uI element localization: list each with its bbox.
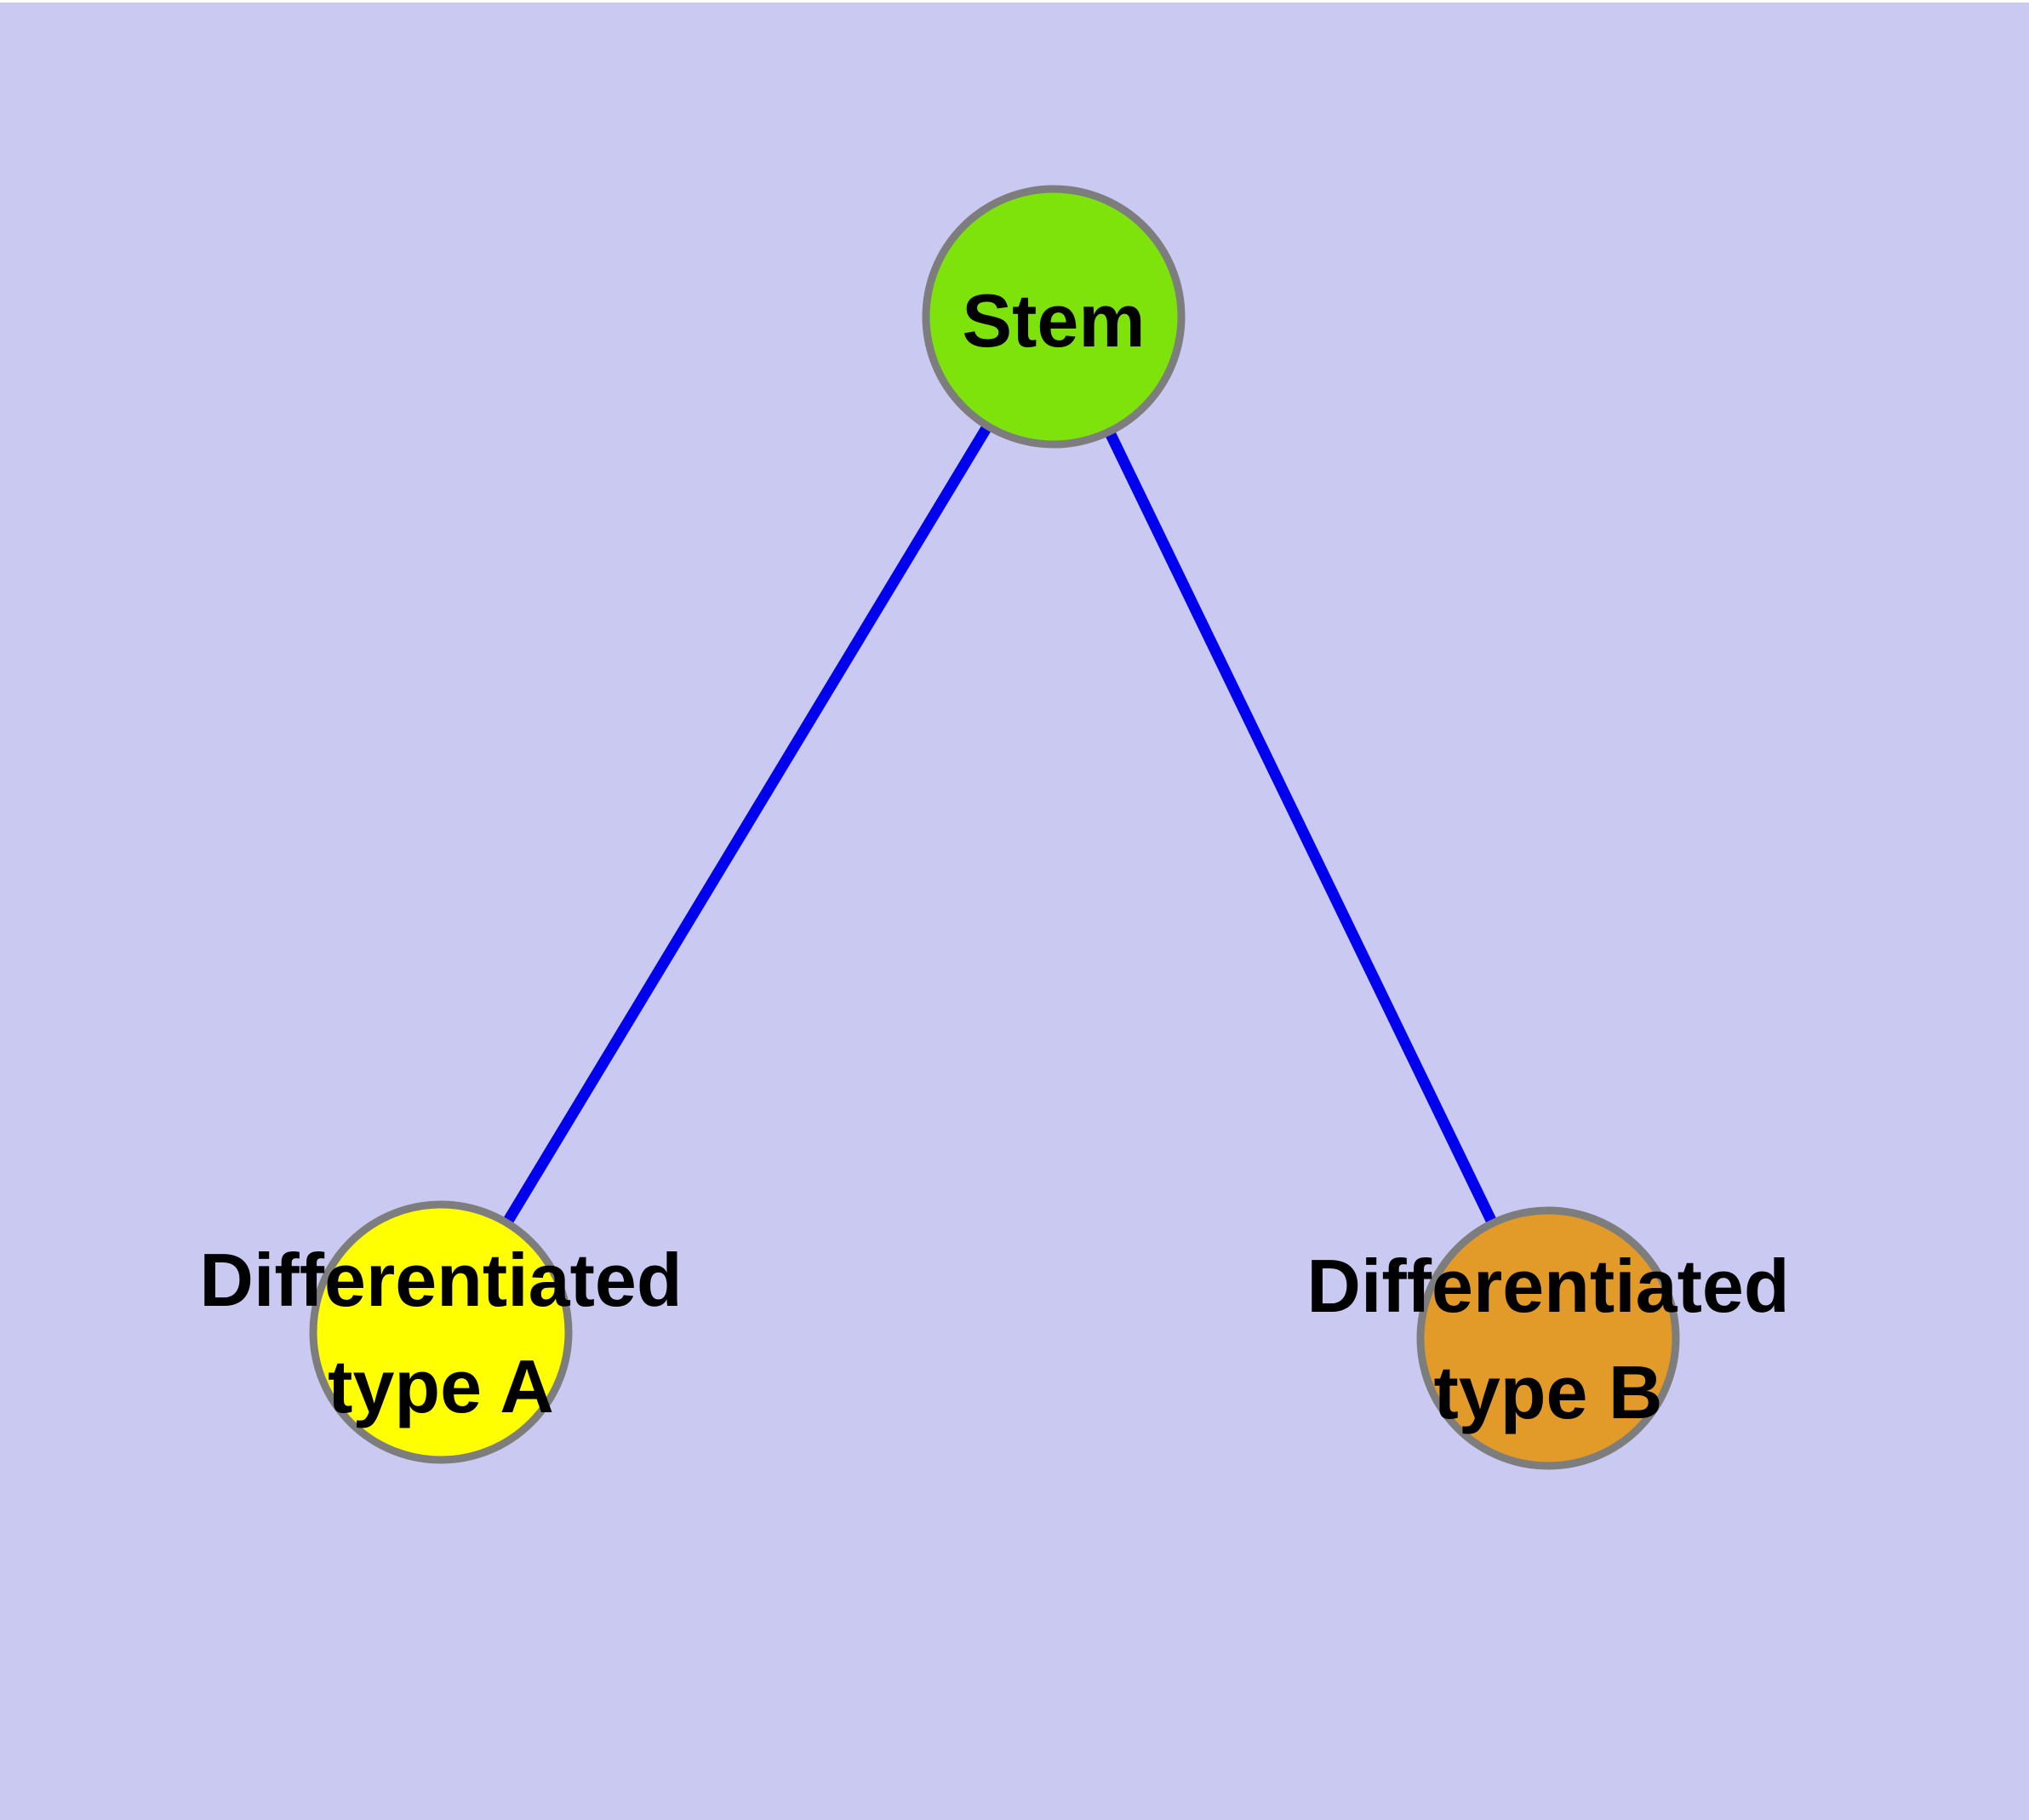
edge-stem-to-type-b — [1049, 314, 1553, 1341]
node-type-a-label-line-2: type A — [328, 1344, 554, 1428]
node-type-b-label-line-1: Differentiated — [1306, 1244, 1789, 1328]
node-differentiated-type-a — [309, 1200, 573, 1464]
edge-stem-to-type-a — [436, 313, 1059, 1336]
node-type-b-label-line-2: type B — [1434, 1350, 1663, 1434]
node-type-a-label-line-1: Differentiated — [199, 1238, 682, 1322]
node-stem-label: Stem — [962, 278, 1145, 363]
node-stem — [922, 185, 1186, 449]
node-differentiated-type-b — [1416, 1206, 1680, 1470]
